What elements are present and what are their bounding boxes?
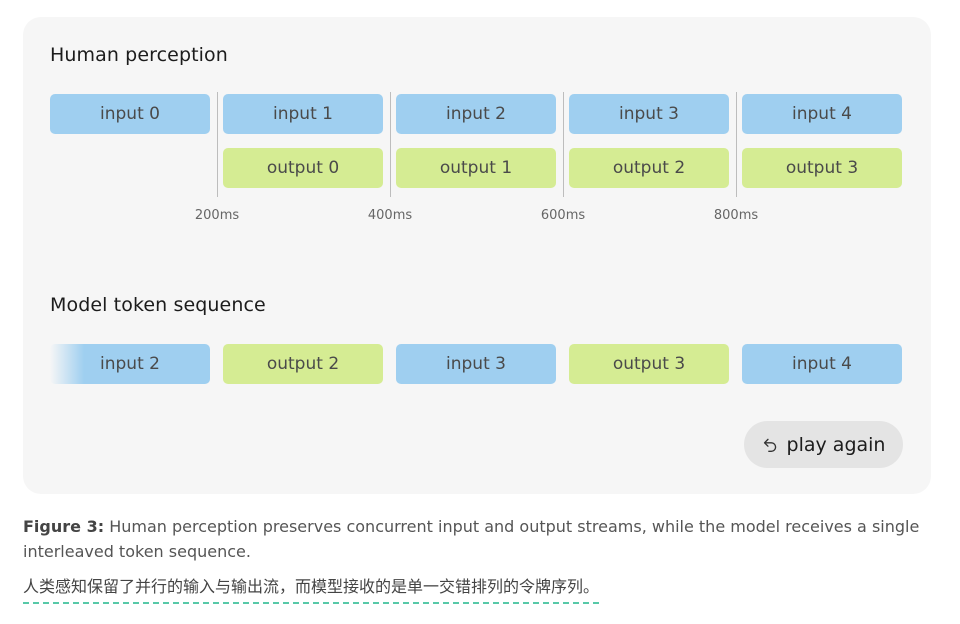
time-tick-label: 800ms bbox=[713, 208, 759, 223]
input-block-3: input 3 bbox=[569, 94, 729, 134]
input-block-0: input 0 bbox=[50, 94, 210, 134]
time-divider-400 bbox=[390, 92, 391, 197]
human-perception-title: Human perception bbox=[50, 44, 228, 66]
output-block-2: output 2 bbox=[569, 148, 729, 188]
undo-arrow-icon bbox=[763, 438, 776, 452]
time-divider-600 bbox=[563, 92, 564, 197]
output-block-1: output 1 bbox=[396, 148, 556, 188]
token-block: input 4 bbox=[742, 344, 902, 384]
input-block-1: input 1 bbox=[223, 94, 383, 134]
time-tick-label: 200ms bbox=[194, 208, 240, 223]
figure-caption: Figure 3: Human perception preserves con… bbox=[23, 514, 923, 564]
model-sequence-title: Model token sequence bbox=[50, 294, 266, 316]
caption-text: Human perception preserves concurrent in… bbox=[23, 517, 920, 561]
token-block: output 3 bbox=[569, 344, 729, 384]
token-block: input 3 bbox=[396, 344, 556, 384]
output-block-0: output 0 bbox=[223, 148, 383, 188]
output-block-3: output 3 bbox=[742, 148, 902, 188]
play-again-button[interactable]: play again bbox=[744, 421, 903, 468]
token-block: input 2 bbox=[50, 344, 210, 384]
time-tick-label: 400ms bbox=[367, 208, 413, 223]
input-block-2: input 2 bbox=[396, 94, 556, 134]
time-divider-200 bbox=[217, 92, 218, 197]
translation-text: 人类感知保留了并行的输入与输出流，而模型接收的是单一交错排列的令牌序列。 bbox=[23, 573, 600, 604]
token-block: output 2 bbox=[223, 344, 383, 384]
caption-label: Figure 3: bbox=[23, 517, 105, 536]
play-again-label: play again bbox=[786, 433, 886, 456]
time-tick-label: 600ms bbox=[540, 208, 586, 223]
time-divider-800 bbox=[736, 92, 737, 197]
input-block-4: input 4 bbox=[742, 94, 902, 134]
